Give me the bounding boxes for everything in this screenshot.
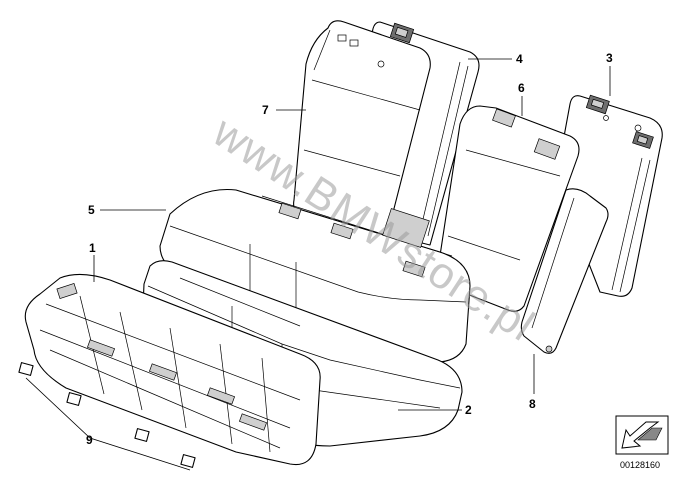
part-1-seat-frame xyxy=(24,273,321,466)
callout-4: 4 xyxy=(516,52,523,66)
callout-6: 6 xyxy=(518,81,525,95)
callout-3: 3 xyxy=(606,51,613,65)
callout-2: 2 xyxy=(465,403,472,417)
document-number: 00128160 xyxy=(620,460,660,470)
part-9-pads xyxy=(18,362,196,468)
part-6-backrest-center xyxy=(435,105,580,312)
callout-1: 1 xyxy=(89,241,96,255)
leader-lines xyxy=(25,58,611,471)
callouts: 1 2 3 4 5 6 7 8 9 xyxy=(86,51,613,447)
direction-arrow-icon xyxy=(615,415,669,455)
part-8-side-bolster xyxy=(520,188,609,354)
callout-7: 7 xyxy=(262,103,269,117)
callout-9: 9 xyxy=(86,433,93,447)
callout-8: 8 xyxy=(529,397,536,411)
callout-5: 5 xyxy=(88,203,95,217)
